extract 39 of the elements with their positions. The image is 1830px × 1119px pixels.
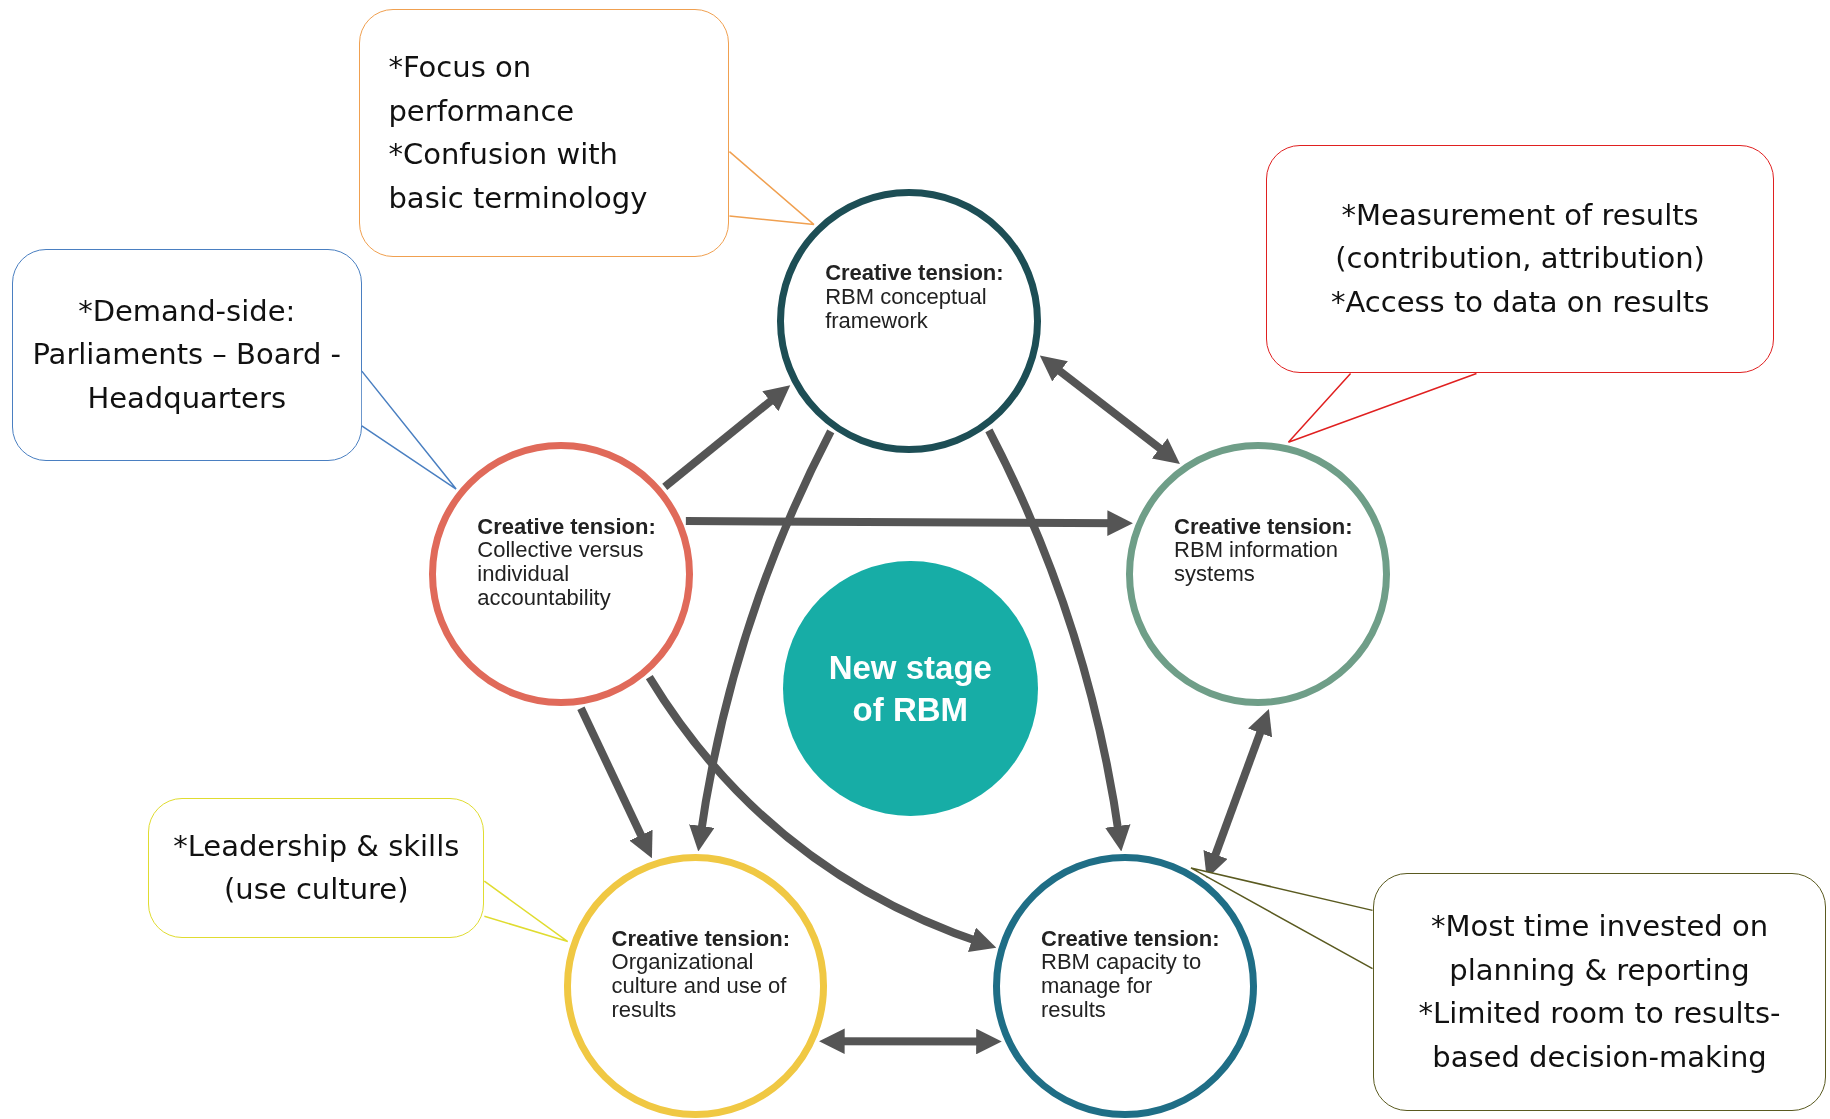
callout-text: *Focus on performance [388,49,576,130]
tension-text: Organizational culture and use of results [611,950,788,1022]
leader-line [1190,867,1374,970]
center-text: New stage of RBM [827,648,993,730]
tension-text: RBM information systems [1174,538,1339,586]
leader-line [483,880,569,943]
circle-node [563,854,828,1119]
arrow [645,674,997,952]
callout-text: *Measurement of results (contribution, attribution) [1334,196,1706,278]
tension-heading: Creative tension: [611,926,792,951]
arrow [689,429,835,852]
callout-box [1266,144,1774,374]
callout-box [11,248,362,461]
tension-text: RBM conceptual framework [825,285,988,333]
arrow [577,706,653,859]
callout-box [359,9,730,257]
tension-text: Collective versus individual accountability [477,538,645,610]
callout-text: *Leadership & skills (use culture) [172,827,461,909]
arrow [819,1028,1002,1055]
circle-node [1126,442,1390,707]
leader-line [1287,372,1478,443]
callout-text: *Demand-side: Parliaments – Board - Headquarters [31,292,342,417]
tension-text: RBM capacity to manage for results [1041,950,1203,1022]
arrow [662,385,791,490]
tension-heading: Creative tension: [1041,926,1221,951]
leader-line [728,150,815,226]
callout-box [1372,873,1827,1112]
callout-box [148,798,485,939]
leader-line [361,370,457,490]
tension-heading: Creative tension: [477,514,657,539]
callout-text: *Confusion with basic terminology [388,136,649,217]
arrow [1039,355,1180,464]
callout-text: *Most time invested on planning & reporting [1429,908,1770,989]
tension-heading: Creative tension: [1174,514,1354,539]
arrow [985,428,1131,852]
circle-node [429,442,694,707]
tension-heading: Creative tension: [825,261,1005,286]
callout-text: *Access to data on results [1329,283,1711,321]
callout-text: *Limited room to results-based decision-making [1417,995,1782,1076]
